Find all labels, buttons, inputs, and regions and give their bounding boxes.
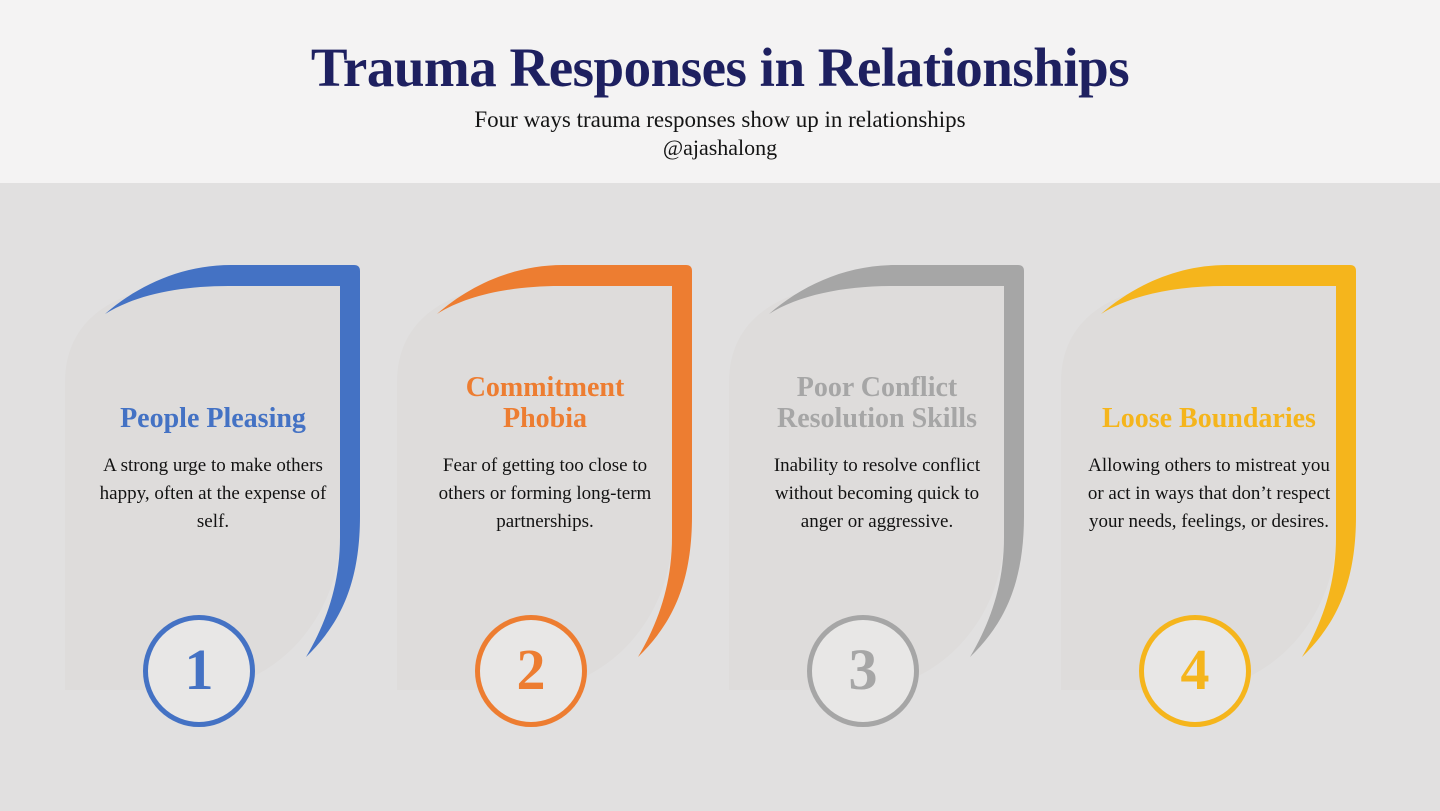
card-title: People Pleasing — [120, 403, 306, 434]
page-subtitle: Four ways trauma responses show up in re… — [474, 107, 966, 132]
card-title: Poor Conflict Resolution Skills — [777, 372, 977, 434]
card-description: Inability to resolve conflict without be… — [739, 452, 1015, 536]
leaf-shape-graphic — [65, 265, 360, 690]
card-people-pleasing: People Pleasing A strong urge to make ot… — [63, 250, 363, 728]
card-number-badge: 2 — [475, 615, 587, 727]
leaf-shape-graphic — [729, 265, 1024, 690]
card-poor-conflict-resolution: Poor Conflict Resolution Skills Inabilit… — [727, 250, 1027, 728]
leaf-fill — [65, 284, 340, 690]
card-number-badge: 1 — [143, 615, 255, 727]
description-line: partnerships. — [496, 511, 594, 532]
card-title: Loose Boundaries — [1102, 403, 1316, 434]
page-title: Trauma Responses in Relationships — [310, 37, 1130, 98]
leaf-shape-graphic — [1061, 265, 1356, 690]
description-line: Inability to resolve conflict — [773, 455, 981, 476]
description-line: self. — [196, 511, 230, 532]
card-number-badge: 4 — [1139, 615, 1251, 727]
description-line: Allowing others to mistreat you — [1088, 455, 1330, 476]
leaf-accent-border — [1101, 265, 1356, 657]
leaf-accent-border — [105, 265, 360, 657]
card-commitment-phobia: Commitment Phobia Fear of getting too cl… — [395, 250, 695, 728]
description-line: others or forming long-term — [438, 483, 652, 504]
description-line: happy, often at the expense of — [99, 483, 327, 504]
card-description: Fear of getting too close to others or f… — [407, 452, 683, 536]
description-line: or act in ways that don’t respect — [1087, 483, 1331, 504]
leaf-fill — [1061, 284, 1336, 690]
leaf-fill — [729, 284, 1004, 690]
description-line: Fear of getting too close to — [442, 455, 648, 476]
description-line: anger or aggressive. — [800, 511, 954, 532]
description-line: your needs, feelings, or desires. — [1088, 511, 1330, 532]
card-loose-boundaries: Loose Boundaries Allowing others to mist… — [1059, 250, 1359, 728]
author-handle: @ajashalong — [662, 135, 778, 160]
leaf-accent-border — [769, 265, 1024, 657]
card-description: A strong urge to make others happy, ofte… — [75, 452, 351, 536]
card-title: Commitment Phobia — [465, 372, 625, 434]
header-band: Trauma Responses in Relationships Four w… — [0, 0, 1440, 183]
leaf-fill — [397, 284, 672, 690]
description-line: without becoming quick to — [774, 483, 980, 504]
leaf-accent-border — [437, 265, 692, 657]
leaf-shape-graphic — [397, 265, 692, 690]
description-line: A strong urge to make others — [103, 455, 323, 476]
card-description: Allowing others to mistreat you or act i… — [1071, 452, 1347, 536]
card-number-badge: 3 — [807, 615, 919, 727]
